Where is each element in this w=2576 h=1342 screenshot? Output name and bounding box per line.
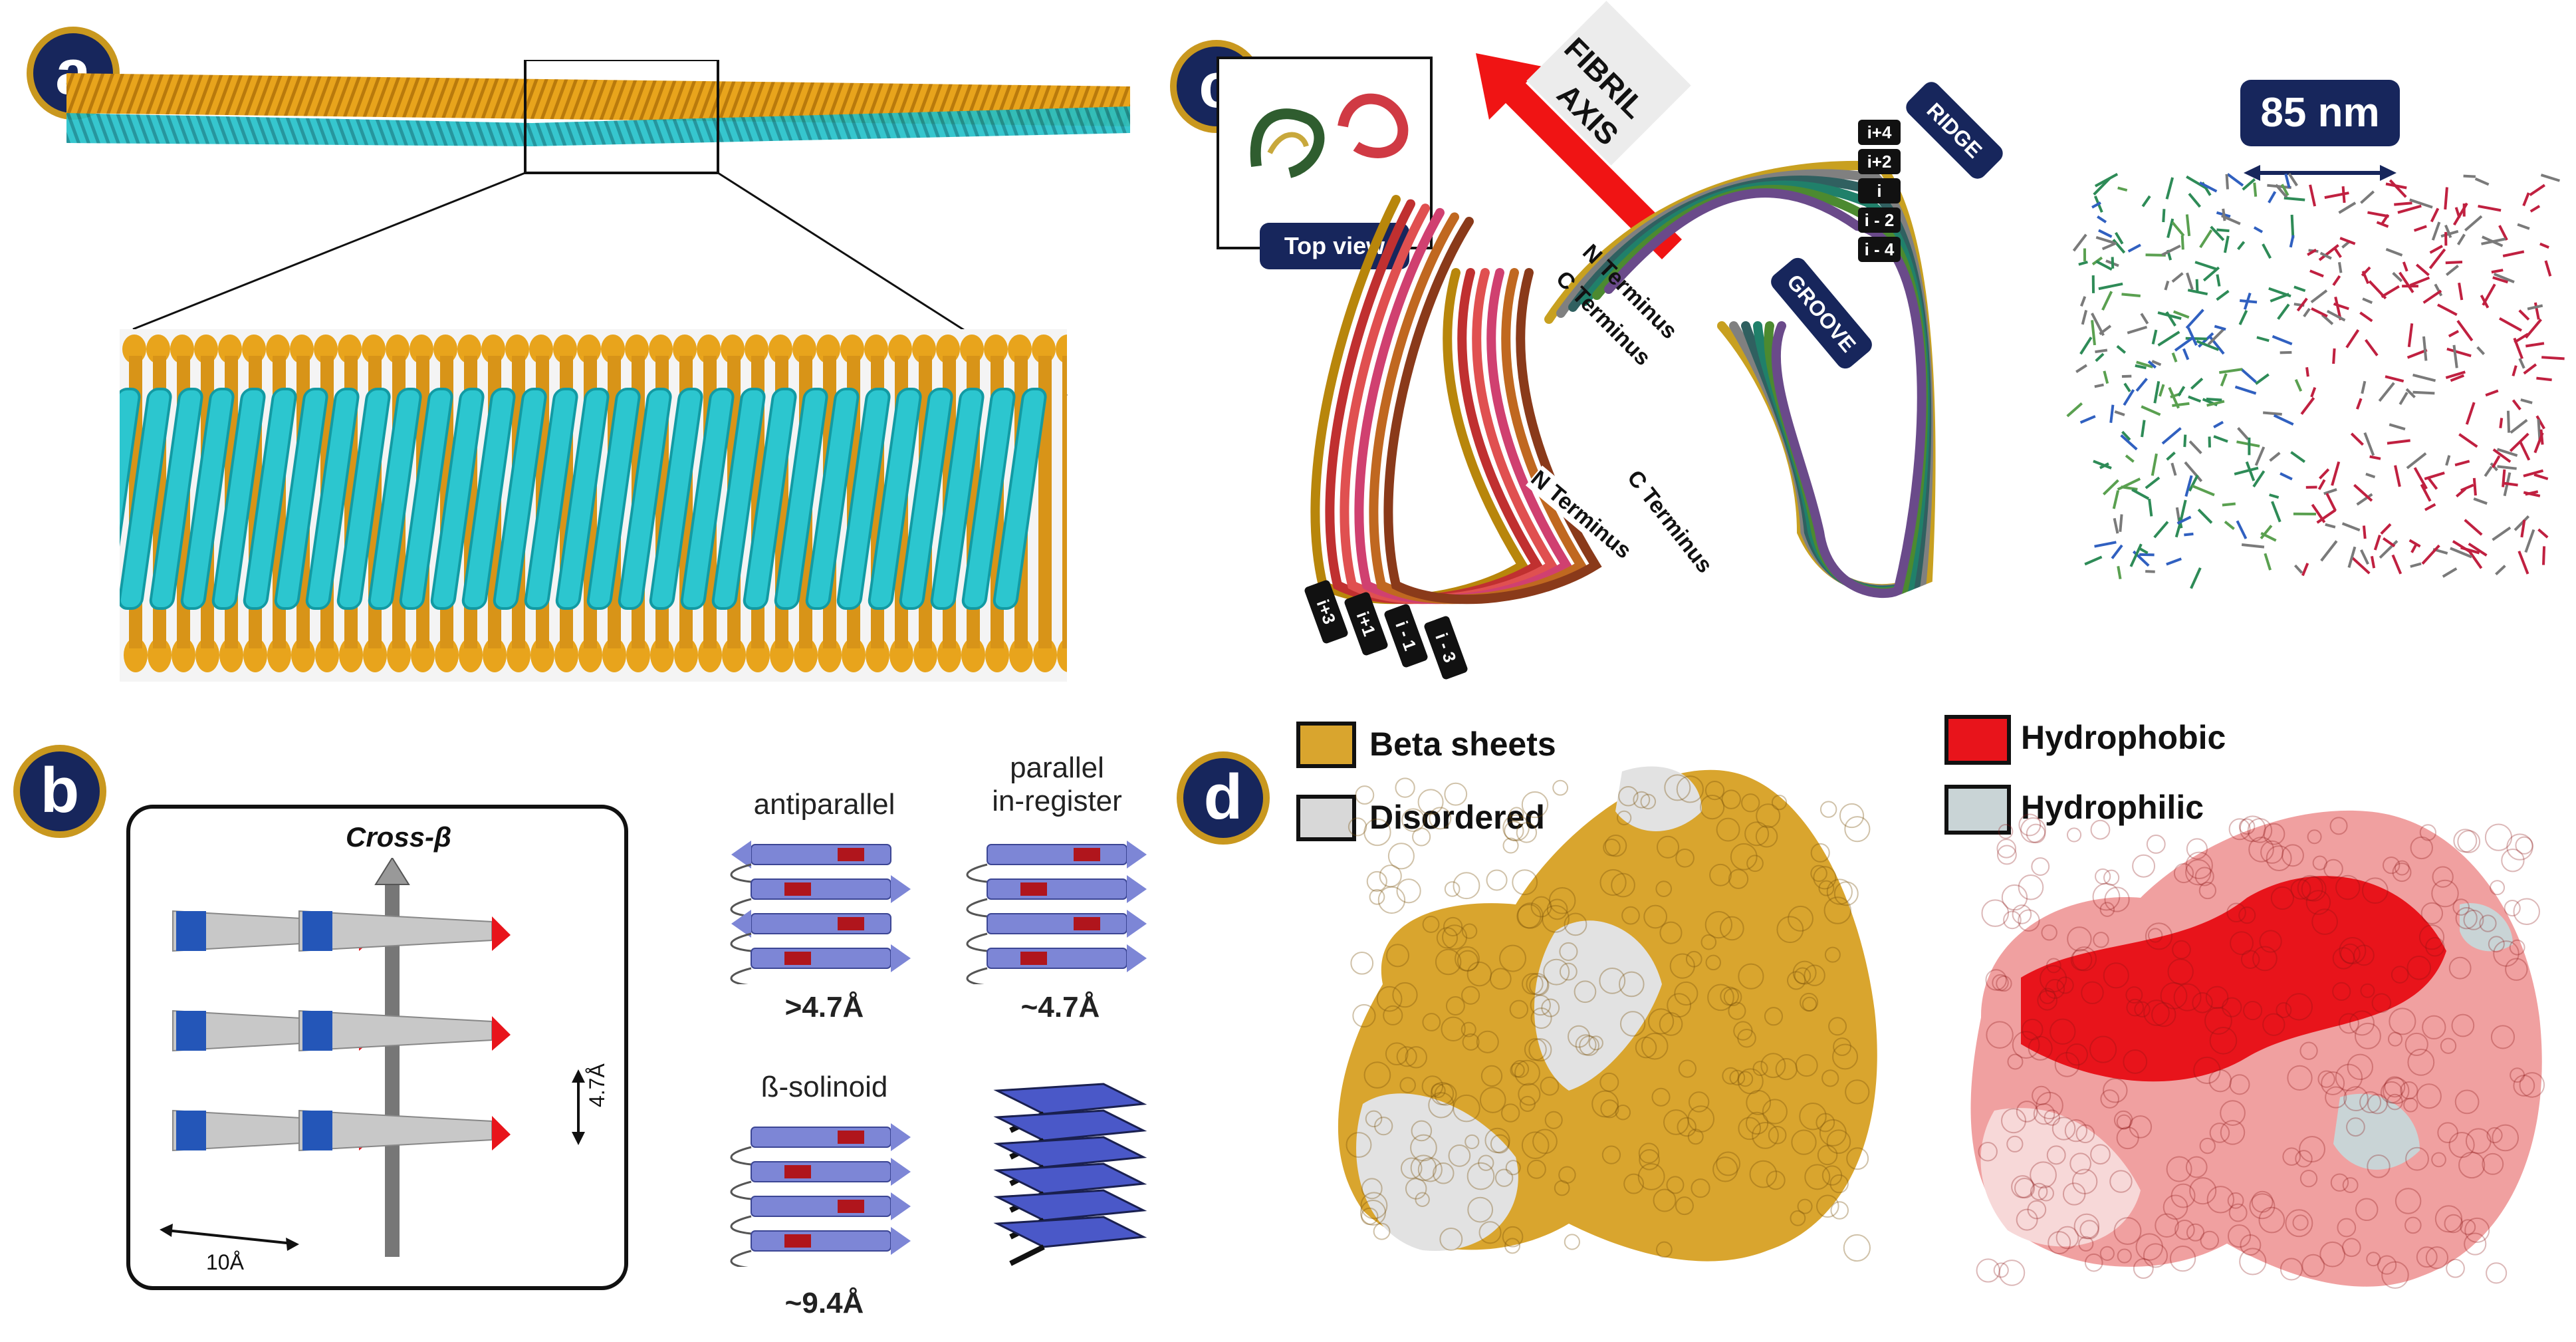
ribbon-structure — [1310, 160, 1936, 604]
spacing-horizontal-label: 10Å — [206, 1250, 244, 1274]
scale-tag: 85 nm — [2240, 80, 2400, 146]
solenoid-distance: ~9.4Å — [784, 1287, 864, 1319]
antiparallel-label: antiparallel — [753, 788, 895, 821]
cross-beta-diagram — [160, 858, 585, 1257]
parallel-distance: ~4.7Å — [1020, 991, 1100, 1023]
legend-disordered-swatch — [1296, 795, 1356, 841]
layer-label-left: i+1 — [1343, 591, 1389, 657]
antiparallel-diagram — [730, 841, 911, 984]
legend-beta-label: Beta sheets — [1369, 726, 1556, 763]
layer-label-left: i - 1 — [1383, 603, 1429, 669]
layer-label-left: i - 3 — [1423, 614, 1469, 681]
cross-beta-label: Cross-β — [346, 821, 452, 853]
panel-a-badge: a — [27, 27, 120, 120]
spacing-vertical-label: 4.7Å — [585, 1063, 609, 1107]
legend-hydrophobic-label: Hydrophobic — [2021, 719, 2226, 756]
solenoid-label: ß-solinoid — [761, 1071, 888, 1103]
layer-label-right: i+4 — [1858, 120, 1901, 145]
fibril-overview — [66, 60, 1130, 174]
surface-hydrophobicity — [1970, 810, 2545, 1289]
fibril-axis-arrow — [1476, 53, 1682, 259]
cross-beta-box — [126, 805, 628, 1290]
scale-arrow — [2244, 165, 2397, 181]
layer-label-right: i - 2 — [1858, 207, 1901, 233]
layer-label-right: i — [1858, 178, 1901, 203]
legend-disordered-label: Disordered — [1369, 799, 1545, 836]
parallel-label: parallel in-register — [992, 751, 1122, 817]
layer-label-right: i+2 — [1858, 149, 1901, 174]
legend-hydrophilic-swatch — [1944, 785, 2011, 835]
top-view-structure — [1250, 93, 1409, 178]
parallel-diagram — [966, 841, 1147, 984]
panel-d-badge: d — [1177, 751, 1270, 845]
panel-b-badge: b — [13, 745, 106, 838]
legend-hydrophilic-label: Hydrophilic — [2021, 789, 2204, 826]
layer-label-right: i - 4 — [1858, 237, 1901, 262]
fibril-zoom — [120, 329, 1067, 682]
legend-beta-swatch — [1296, 722, 1356, 768]
antiparallel-distance: >4.7Å — [784, 991, 864, 1023]
solenoid-diagram — [730, 1123, 911, 1267]
legend-hydrophobic-swatch — [1944, 715, 2011, 765]
surface-beta-disordered — [1338, 766, 1877, 1262]
atomic-structure — [2066, 173, 2565, 589]
zoom-box — [524, 60, 719, 174]
solenoid-3d-diagram — [993, 1083, 1147, 1266]
